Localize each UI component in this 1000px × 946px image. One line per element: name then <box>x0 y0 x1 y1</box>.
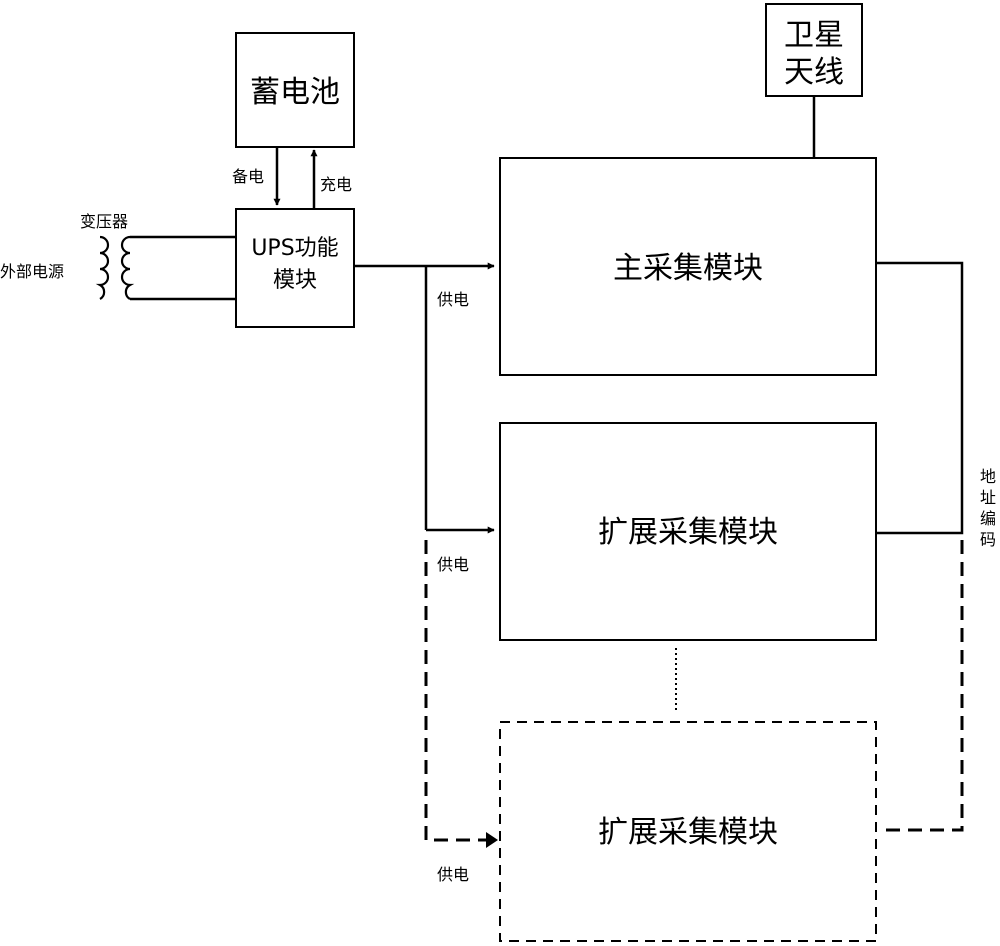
battery-label: 蓄电池 <box>250 75 340 110</box>
address-coding-label-4: 码 <box>980 530 996 549</box>
power-supply-label-2: 供电 <box>437 555 469 574</box>
main-module-label: 主采集模块 <box>613 251 763 286</box>
address-coding-label-2: 址 <box>980 488 996 507</box>
power-supply-label-1: 供电 <box>437 290 469 309</box>
power-supply-label-3: 供电 <box>437 865 469 884</box>
battery-block <box>235 32 355 148</box>
satellite-antenna-label-line1: 卫星 <box>784 18 844 53</box>
expansion-acquisition-module <box>499 422 877 641</box>
charging-label: 充电 <box>320 175 352 194</box>
address-coding-bus <box>876 261 964 535</box>
address-coding-label-1: 地 <box>980 467 996 486</box>
optional-expansion-module-label: 扩展采集模块 <box>598 815 778 850</box>
optional-expansion-acquisition-module <box>499 721 877 942</box>
power-to-optional-expansion-arrowhead <box>486 832 498 848</box>
transformer-label: 变压器 <box>80 212 128 231</box>
address-coding-bus-dashed <box>878 540 964 832</box>
satellite-antenna-label-line2: 天线 <box>784 55 844 90</box>
ups-label-line1: UPS功能 <box>251 236 338 261</box>
external-power-label: 外部电源 <box>0 262 64 281</box>
power-to-optional-expansion-dashed <box>424 540 490 842</box>
expansion-module-label: 扩展采集模块 <box>598 515 778 550</box>
satellite-antenna-block <box>765 3 863 97</box>
main-acquisition-module <box>499 157 877 376</box>
ups-label-line2: 模块 <box>273 268 317 293</box>
address-coding-label-3: 编 <box>980 509 996 528</box>
ups-module-block <box>235 208 355 328</box>
backup-power-label: 备电 <box>232 167 264 186</box>
transformer-symbol <box>95 235 135 300</box>
